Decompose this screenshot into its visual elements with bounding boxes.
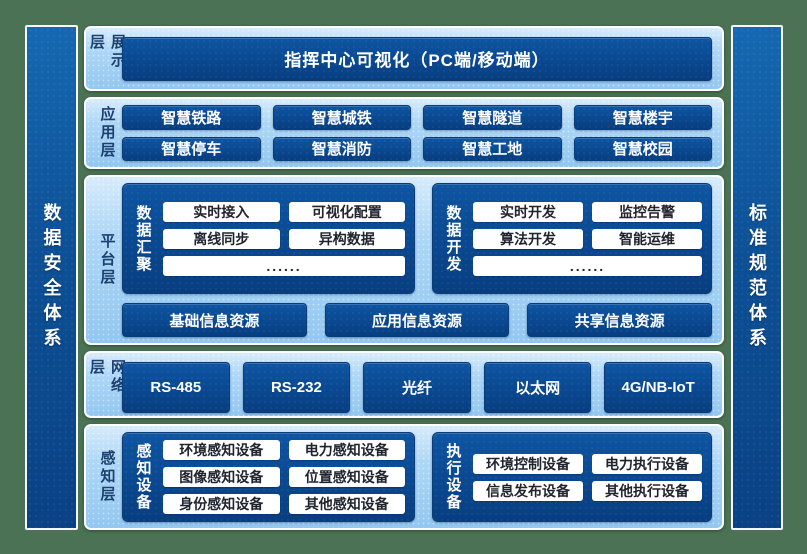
execution-device-box: 电力执行设备 — [592, 453, 702, 474]
app-item-box: 智慧消防 — [272, 136, 411, 161]
app-item-box: 智慧校园 — [573, 136, 712, 161]
sensing-device-box: 身份感知设备 — [163, 494, 280, 514]
execution-devices-group: 执行设备 环境控制设备 电力执行设备 信息发布设备 其他执行设备 — [432, 432, 712, 522]
platform-item-box: 实时接入 — [163, 201, 280, 222]
network-item-box: 4G/NB-IoT — [604, 362, 712, 413]
sensing-devices-group-label: 感知设备 — [134, 443, 152, 511]
app-item-box: 智慧工地 — [423, 136, 562, 161]
perception-groups-row: 感知设备 环境感知设备 电力感知设备 图像感知设备 位置感知设备 身份感知设备 … — [122, 432, 712, 522]
resource-box: 基础信息资源 — [122, 303, 307, 337]
command-center-visualization-box: 指挥中心可视化（PC端/移动端） — [122, 36, 712, 81]
perception-layer-label: 感知层 — [98, 450, 116, 504]
data-development-group: 数据开发 实时开发 监控告警 算法开发 智能运维 ...... — [432, 183, 712, 294]
platform-more-box: ...... — [473, 255, 702, 276]
platform-item-box: 可视化配置 — [288, 201, 405, 222]
display-layer-label: 展示层 — [88, 34, 126, 70]
sensing-devices-group: 感知设备 环境感知设备 电力感知设备 图像感知设备 位置感知设备 身份感知设备 … — [122, 432, 415, 522]
perception-layer-content: 感知设备 环境感知设备 电力感知设备 图像感知设备 位置感知设备 身份感知设备 … — [122, 432, 712, 522]
data-development-group-label: 数据开发 — [444, 204, 462, 273]
data-security-pillar-label: 数据安全体系 — [41, 202, 62, 353]
app-item-box: 智慧城铁 — [272, 105, 411, 130]
standards-pillar: 标准规范体系 — [731, 25, 783, 530]
app-item-box: 智慧楼宇 — [573, 105, 712, 130]
layer-band-network: 网络层 RS-485 RS-232 光纤 以太网 4G/NB-IoT — [84, 351, 724, 418]
network-item-box: 光纤 — [363, 362, 471, 413]
standards-pillar-label: 标准规范体系 — [747, 202, 767, 353]
app-item-box: 智慧隧道 — [423, 105, 562, 130]
layer-band-perception: 感知层 感知设备 环境感知设备 电力感知设备 图像感知设备 位置感知设备 身份感… — [84, 424, 724, 530]
data-development-items: 实时开发 监控告警 算法开发 智能运维 ...... — [473, 201, 702, 276]
layer-band-platform: 平台层 数据汇聚 实时接入 可视化配置 离线同步 异构数据 ...... 数据开… — [84, 175, 724, 345]
sensing-device-box: 环境感知设备 — [163, 440, 280, 460]
network-item-box: RS-232 — [242, 362, 351, 413]
resource-box: 应用信息资源 — [324, 303, 510, 337]
sensing-device-box: 位置感知设备 — [288, 467, 405, 487]
execution-device-box: 环境控制设备 — [473, 453, 583, 474]
resource-box: 共享信息资源 — [527, 303, 712, 337]
platform-groups-row: 数据汇聚 实时接入 可视化配置 离线同步 异构数据 ...... 数据开发 实时… — [122, 183, 712, 294]
app-item-box: 智慧停车 — [122, 136, 261, 161]
app-item-box: 智慧铁路 — [122, 105, 261, 130]
network-item-box: RS-485 — [122, 362, 230, 413]
platform-item-box: 算法开发 — [473, 228, 583, 249]
platform-item-box: 智能运维 — [592, 228, 702, 249]
application-layer-content: 智慧铁路 智慧城铁 智慧隧道 智慧楼宇 智慧停车 智慧消防 智慧工地 智慧校园 — [122, 105, 712, 161]
data-aggregation-group-label: 数据汇聚 — [134, 204, 152, 273]
information-resources-row: 基础信息资源 应用信息资源 共享信息资源 — [122, 303, 712, 337]
data-security-pillar: 数据安全体系 — [25, 25, 78, 530]
network-item-box: 以太网 — [483, 362, 592, 413]
layer-band-display: 展示层 指挥中心可视化（PC端/移动端） — [84, 26, 724, 91]
platform-item-box: 实时开发 — [473, 201, 583, 222]
platform-layer-content: 数据汇聚 实时接入 可视化配置 离线同步 异构数据 ...... 数据开发 实时… — [122, 183, 712, 337]
platform-more-box: ...... — [163, 255, 405, 276]
sensing-device-box: 图像感知设备 — [163, 467, 280, 487]
execution-device-box: 信息发布设备 — [473, 480, 583, 501]
execution-devices-group-label: 执行设备 — [444, 443, 462, 511]
platform-layer-label: 平台层 — [98, 233, 116, 287]
data-aggregation-group: 数据汇聚 实时接入 可视化配置 离线同步 异构数据 ...... — [122, 183, 415, 294]
sensing-devices-items: 环境感知设备 电力感知设备 图像感知设备 位置感知设备 身份感知设备 其他感知设… — [163, 440, 405, 514]
platform-item-box: 异构数据 — [288, 228, 405, 249]
network-layer-content: RS-485 RS-232 光纤 以太网 4G/NB-IoT — [122, 359, 712, 416]
data-aggregation-items: 实时接入 可视化配置 离线同步 异构数据 ...... — [163, 201, 405, 276]
platform-item-box: 监控告警 — [592, 201, 702, 222]
execution-devices-items: 环境控制设备 电力执行设备 信息发布设备 其他执行设备 — [473, 453, 702, 501]
platform-item-box: 离线同步 — [163, 228, 280, 249]
sensing-device-box: 电力感知设备 — [288, 440, 405, 460]
application-layer-label: 应用层 — [98, 106, 116, 160]
layer-band-application: 应用层 智慧铁路 智慧城铁 智慧隧道 智慧楼宇 智慧停车 智慧消防 智慧工地 智… — [84, 97, 724, 169]
network-layer-label: 网络层 — [88, 359, 126, 395]
execution-device-box: 其他执行设备 — [592, 480, 702, 501]
sensing-device-box: 其他感知设备 — [288, 494, 405, 514]
display-layer-content: 指挥中心可视化（PC端/移动端） — [122, 34, 712, 83]
